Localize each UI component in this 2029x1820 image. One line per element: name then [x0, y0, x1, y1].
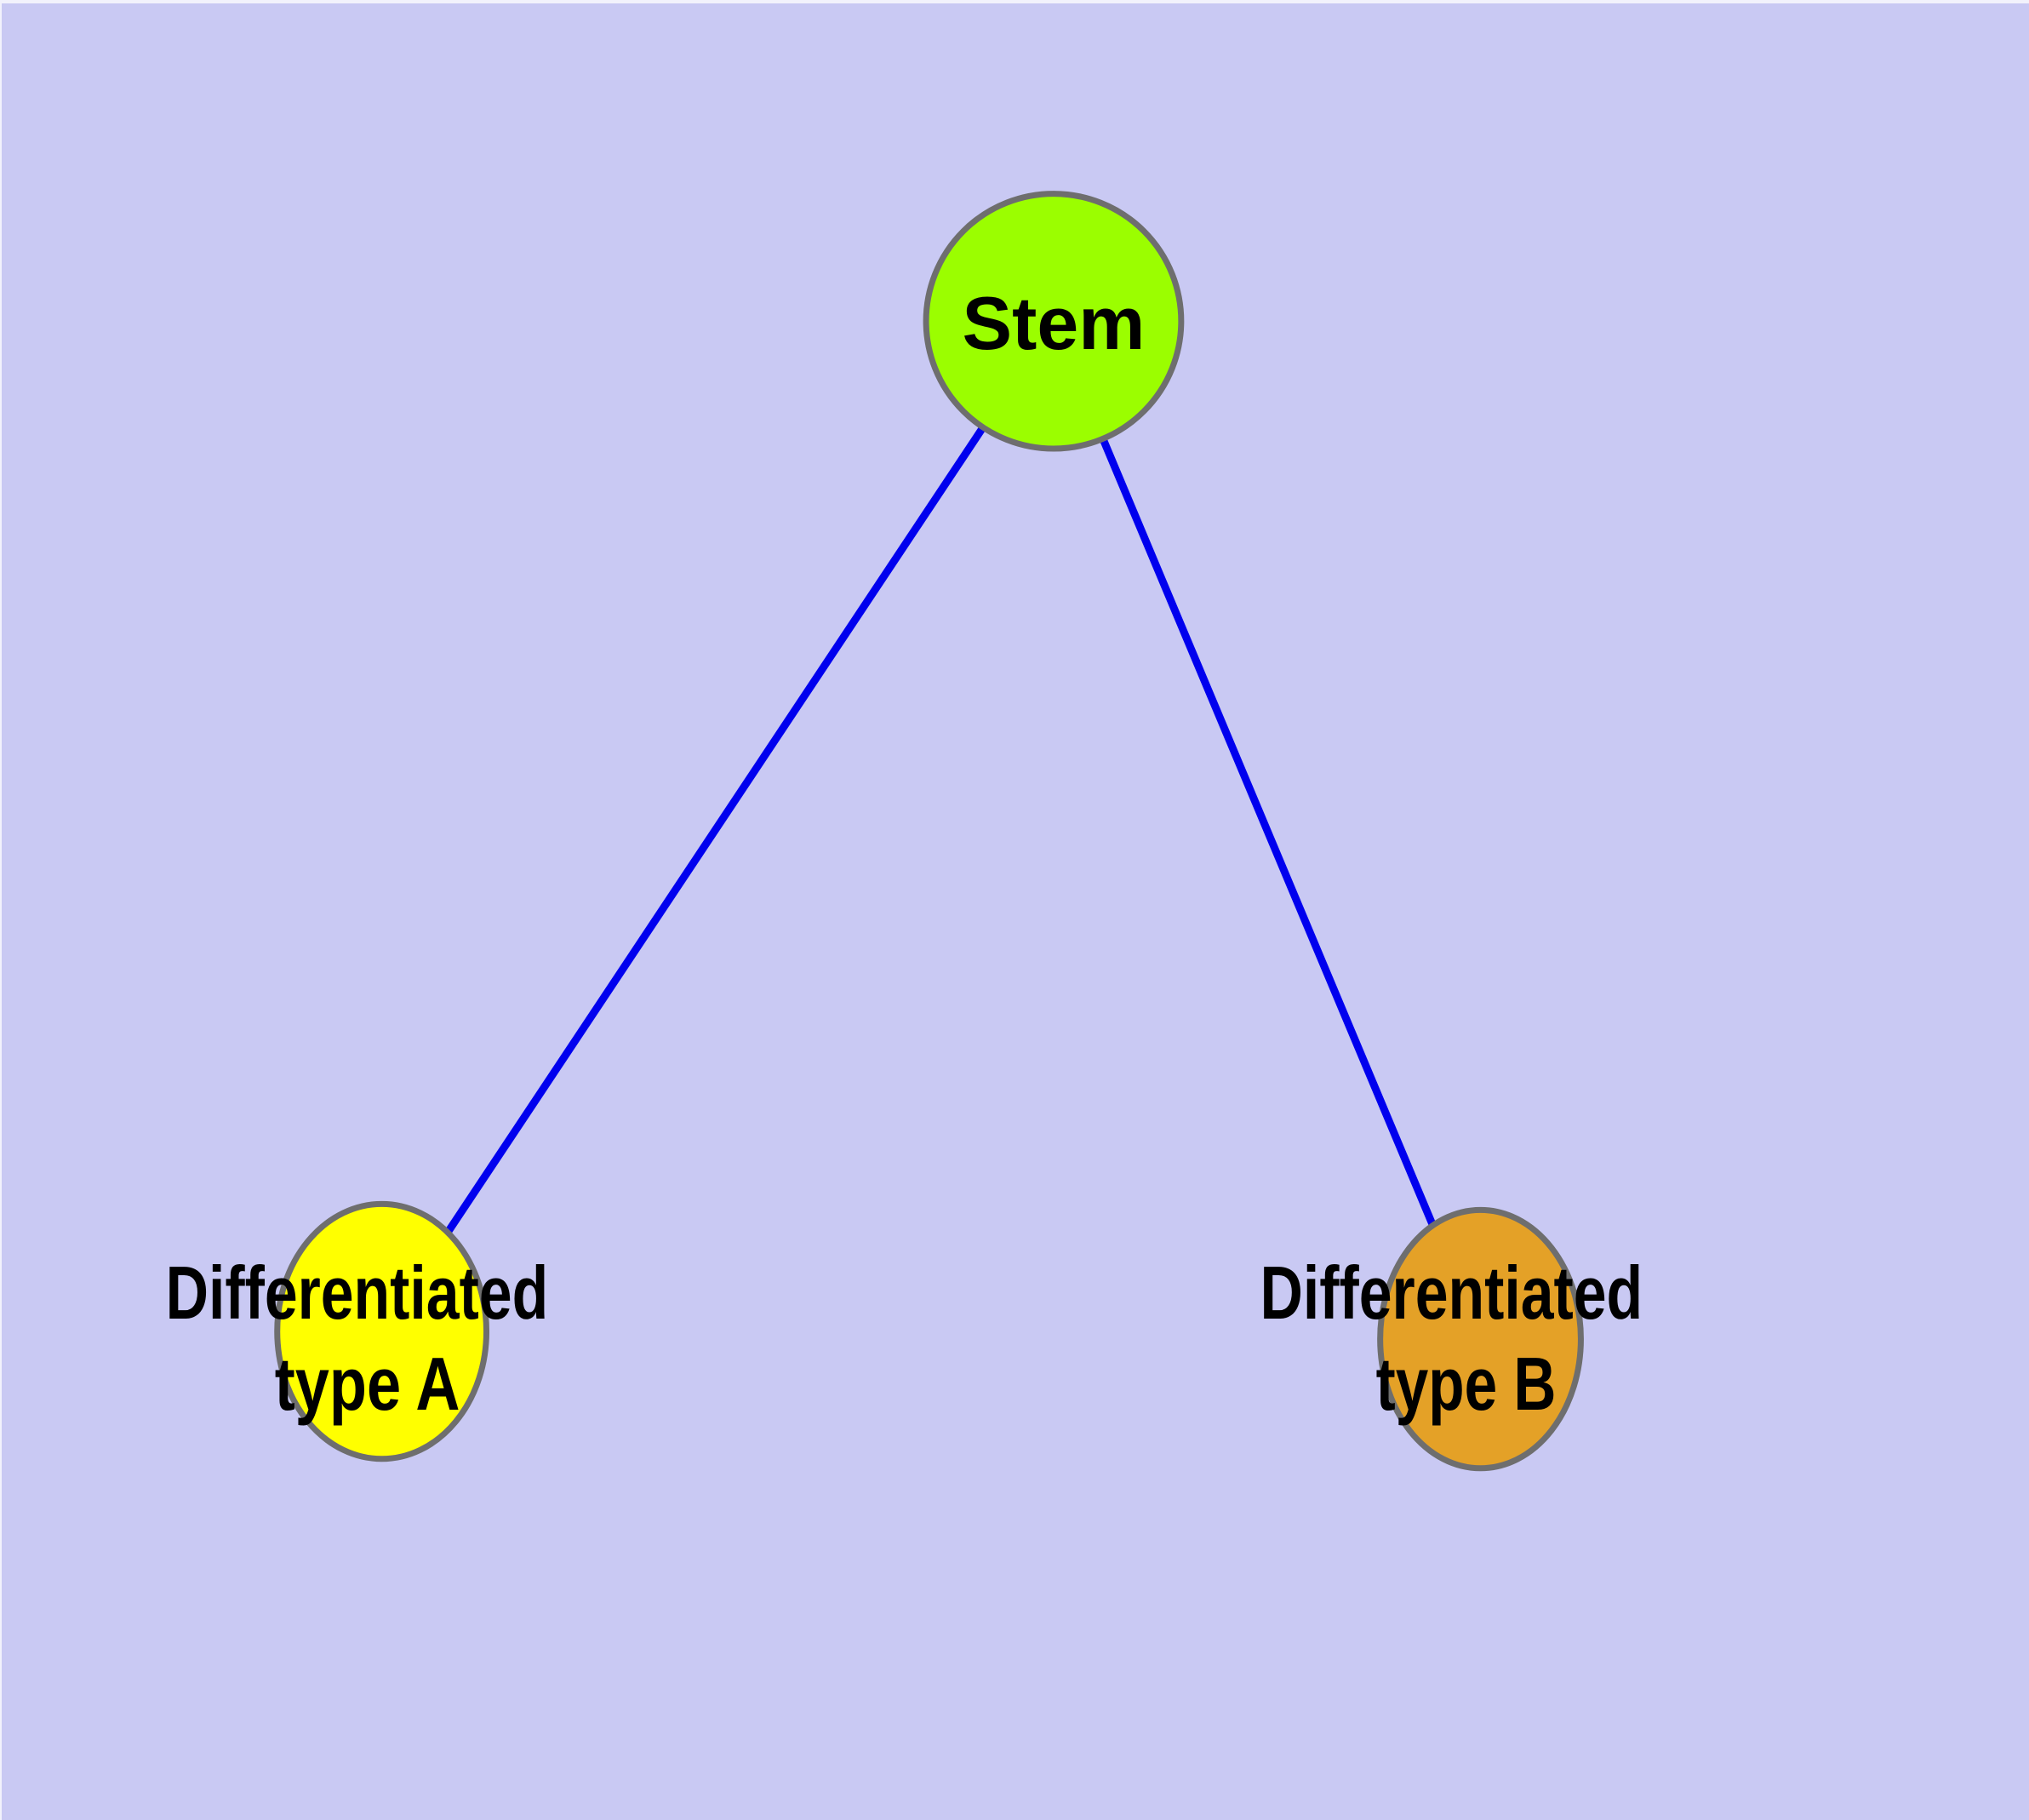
edge-stem-to-type-b [1049, 319, 1484, 1341]
node-type-a-label-line2: type A [275, 1342, 460, 1426]
node-type-b-label-line1: Differentiated [1260, 1251, 1643, 1335]
node-type-a-label: Differentiated type A [166, 1251, 569, 1426]
node-type-a-label-line1: Differentiated [166, 1251, 549, 1335]
edge-stem-to-type-a [378, 318, 1057, 1334]
node-differentiated-type-b [1377, 1206, 1584, 1472]
node-stem [923, 191, 1185, 452]
node-type-b-label: Differentiated type B [1260, 1251, 1664, 1426]
node-differentiated-type-a [274, 1200, 490, 1462]
stem-differentiation-graph: Stem Differentiated type A Differentiate… [2, 3, 2029, 1820]
node-type-b-label-line2: type B [1376, 1342, 1557, 1426]
node-stem-label: Stem [963, 281, 1146, 365]
